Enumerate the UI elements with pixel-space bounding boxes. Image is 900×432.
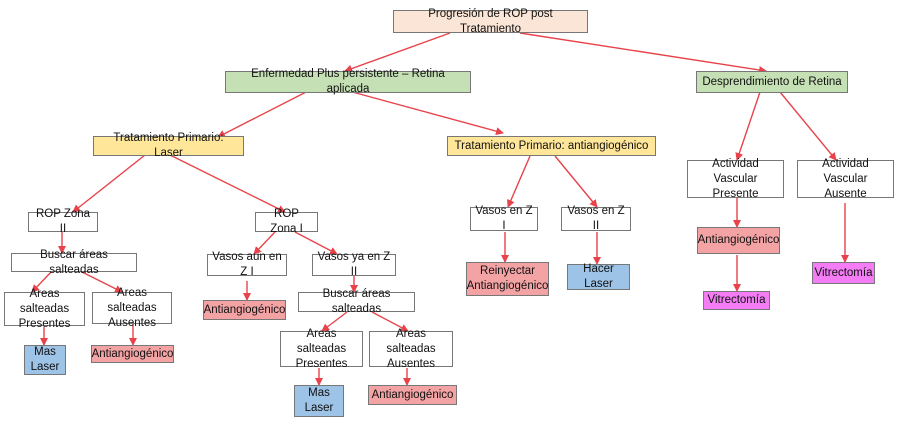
edge-buscar1-areaspres1: [31, 270, 53, 293]
node-actividad-ausente: Actividad Vascular Ausente: [797, 158, 894, 200]
edge-root-desprendimiento: [519, 32, 767, 74]
node-vasos-en-z1: Vasos en Z I: [470, 205, 538, 232]
node-vasos-aun-z1: Vasos aun en Z I: [207, 251, 287, 278]
node-antiangiogenico-4: Antiangiogénico: [697, 227, 780, 254]
node-vasos-en-z2: Vasos en Z II: [561, 205, 631, 232]
node-tx-laser: Tratamiento Primario: Laser: [93, 132, 244, 159]
node-vasos-ya-z2: Vasos ya en Z II: [312, 251, 396, 278]
edge-root-plus: [344, 32, 451, 73]
node-antiangiogenico-1: Antiangiogénico: [91, 345, 174, 363]
edge-txlaser-ropz1: [169, 154, 286, 213]
node-buscar-areas-2: Buscar áreas salteadas: [298, 288, 415, 315]
node-buscar-areas-1: Buscar áreas salteadas: [11, 249, 137, 276]
node-desprendimiento: Desprendimiento de Retina: [696, 71, 848, 93]
edge-buscar2-areaspres2: [321, 311, 348, 332]
node-hacer-laser: Hacer Laser: [567, 263, 630, 290]
node-antiangiogenico-2: Antiangiogénico: [203, 300, 286, 320]
edge-buscar2-areasaus2: [371, 311, 409, 332]
node-reinyectar: Reinyectar Antiangiogénico: [466, 262, 549, 296]
edge-desprendimiento-actaus: [779, 91, 837, 161]
edge-plus-txlaser: [217, 89, 311, 138]
edge-ropz1-vasosaun: [253, 231, 276, 255]
edge-txlaser-ropz2: [72, 154, 146, 213]
edge-desprendimiento-actpres: [735, 91, 761, 161]
node-tx-antiangiogenico: Tratamiento Primario: antiangiogénico: [447, 136, 656, 156]
node-areas-presentes-1: Areas salteadas Presentes: [4, 288, 85, 330]
node-areas-ausentes-2: Areas salteadas Ausentes: [369, 328, 453, 370]
node-root: Progresión de ROP post Tratamiento: [393, 8, 588, 35]
node-actividad-presente: Actividad Vascular Presente: [687, 158, 784, 200]
node-antiangiogenico-3: Antiangiogénico: [368, 385, 457, 405]
node-vitrectomia-2: Vitrectomía: [812, 262, 875, 284]
edge-plus-txanti: [344, 89, 504, 136]
node-rop-zona-1: ROP Zona I: [255, 208, 318, 235]
edge-ropz1-vasosya: [294, 231, 338, 255]
edge-txanti-vasosz2: [554, 155, 598, 208]
edge-txanti-vasosz1: [507, 155, 531, 208]
node-vitrectomia-1: Vitrectomía: [703, 291, 770, 310]
node-areas-ausentes-1: Areas salteadas Ausentes: [92, 287, 172, 329]
node-rop-zona-2: ROP Zona II: [28, 208, 98, 235]
node-mas-laser-2: Mas Laser: [294, 385, 344, 417]
node-plus-persistente: Enfermedad Plus persistente – Retina apl…: [225, 68, 471, 95]
edge-buscar1-areasaus1: [79, 270, 123, 293]
node-mas-laser-1: Mas Laser: [24, 345, 66, 375]
node-areas-presentes-2: Areas salteadas Presentes: [280, 328, 363, 370]
